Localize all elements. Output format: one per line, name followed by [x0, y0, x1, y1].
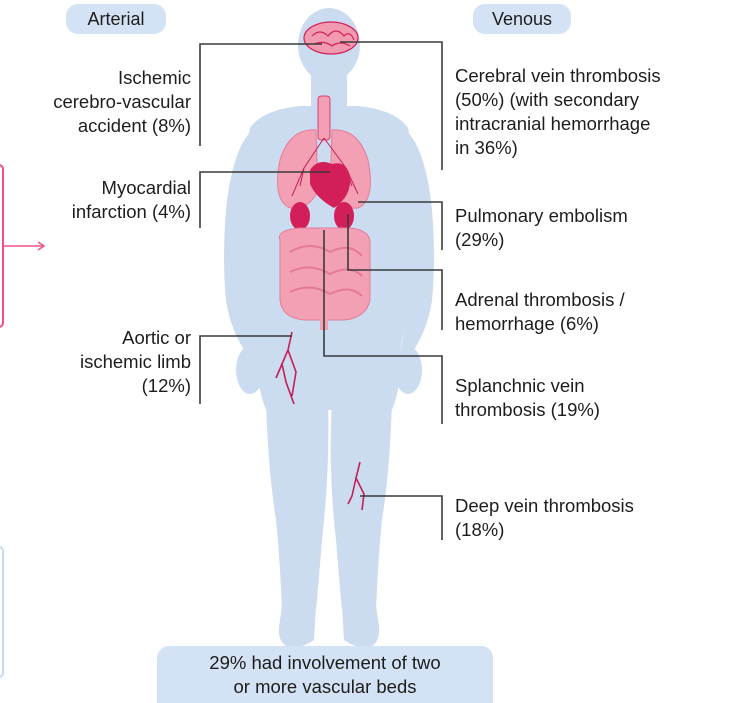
cropped-panel-pink: [0, 165, 3, 327]
label-ischemic-stroke: Ischemic cerebro-vascular accident (8%): [53, 66, 191, 138]
trachea: [318, 96, 330, 140]
cropped-panel-blue: [0, 547, 3, 677]
arterial-header: Arterial: [66, 4, 166, 34]
label-pulmonary-embolism: Pulmonary embolism (29%): [455, 204, 628, 252]
label-deep-vein-thrombosis: Deep vein thrombosis (18%): [455, 494, 634, 542]
right-kidney: [334, 202, 354, 230]
brain: [304, 22, 358, 54]
label-adrenal-thrombosis: Adrenal thrombosis / hemorrhage (6%): [455, 288, 625, 336]
label-ischemic-limb: Aortic or ischemic limb (12%): [80, 326, 191, 398]
label-myocardial-infarction: Myocardial infarction (4%): [72, 176, 191, 224]
venous-header: Venous: [473, 4, 571, 34]
footer-note: 29% had involvement of two or more vascu…: [157, 646, 493, 703]
label-splanchnic-vein-thrombosis: Splanchnic vein thrombosis (19%): [455, 374, 600, 422]
label-cerebral-vein-thrombosis: Cerebral vein thrombosis (50%) (with sec…: [455, 64, 661, 160]
left-kidney: [290, 202, 310, 230]
